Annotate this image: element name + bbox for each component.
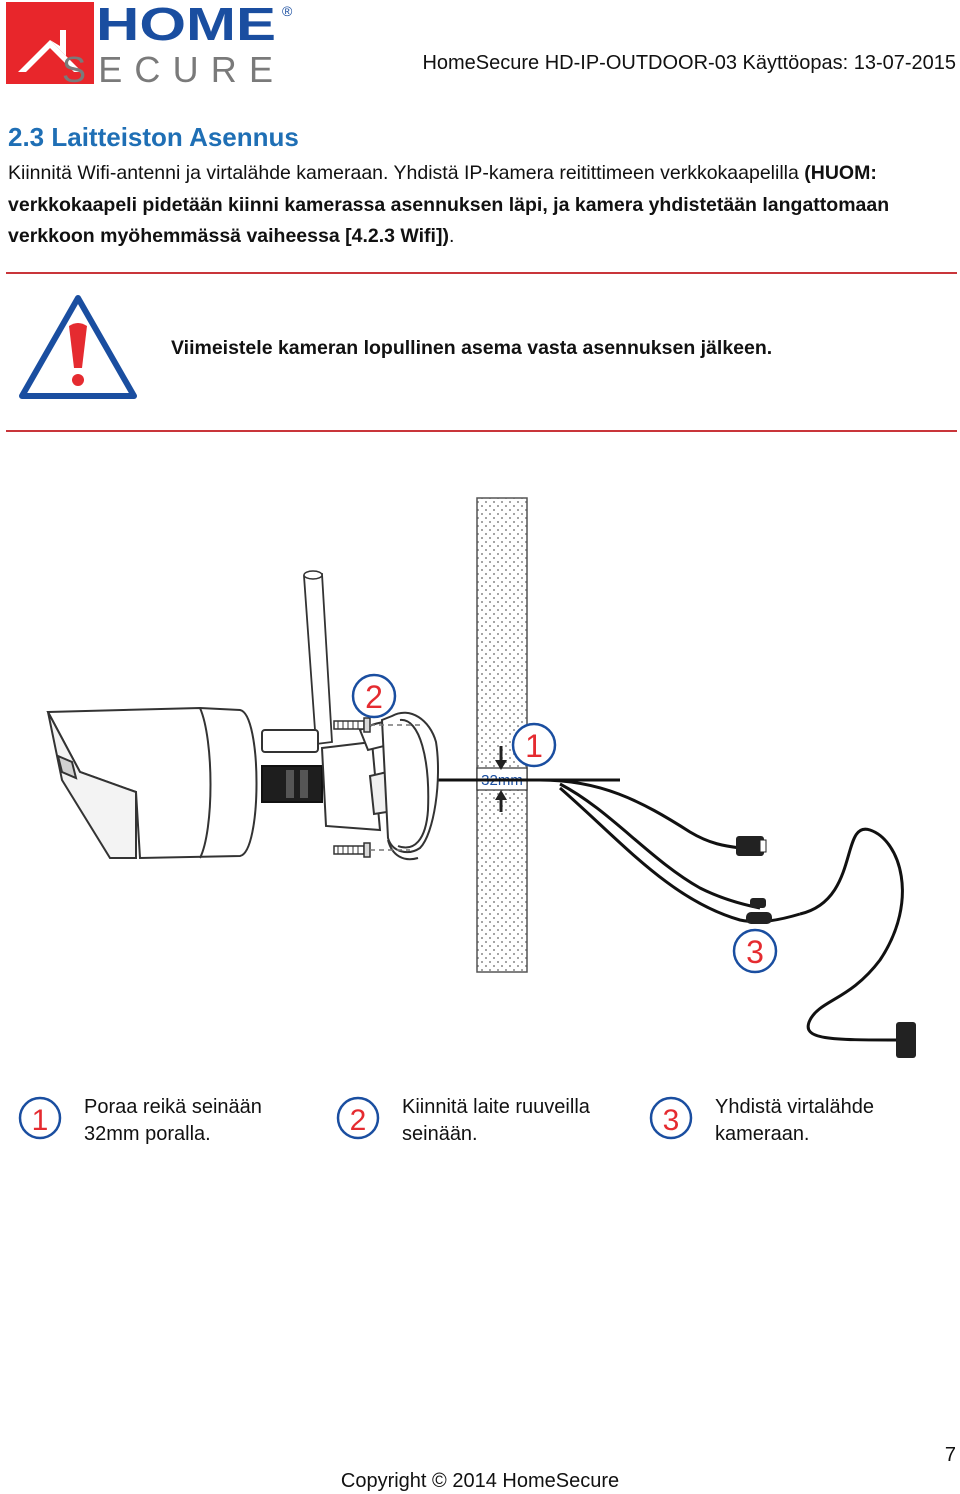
ethernet-connector xyxy=(736,836,764,856)
logo-text-home: HOME xyxy=(96,0,276,50)
step-1-number: 1 xyxy=(32,1104,49,1137)
step-1-line2: 32mm poralla. xyxy=(84,1123,211,1145)
intro-end: . xyxy=(448,225,455,247)
step-3: 3 Yhdistä virtalähde kameraan. xyxy=(649,1094,949,1154)
logo-registered: ® xyxy=(282,3,293,19)
step-1-badge-icon: 1 xyxy=(18,1096,62,1140)
step-2-line2: seinään. xyxy=(402,1123,478,1145)
step-3-text: Yhdistä virtalähde kameraan. xyxy=(715,1094,874,1148)
logo-text-secure: SECURE xyxy=(62,49,282,90)
camera-body xyxy=(46,706,323,860)
step-1-text: Poraa reikä seinään 32mm poralla. xyxy=(84,1094,262,1148)
document-header: HomeSecure HD-IP-OUTDOOR-03 Käyttöopas: … xyxy=(422,52,956,74)
warning-notice-text: Viimeistele kameran lopullinen asema vas… xyxy=(171,337,773,359)
step-3-badge-icon: 3 xyxy=(649,1096,693,1140)
power-adapter xyxy=(896,1022,916,1058)
marker-3: 3 xyxy=(732,928,778,974)
step-2-badge-icon: 2 xyxy=(336,1096,380,1140)
step-3-number: 3 xyxy=(663,1104,680,1137)
page-number: 7 xyxy=(944,1444,956,1466)
step-2-text: Kiinnitä laite ruuveilla seinään. xyxy=(402,1094,590,1148)
step-3-line2: kameraan. xyxy=(715,1123,810,1145)
step-2: 2 Kiinnitä laite ruuveilla seinään. xyxy=(336,1094,636,1154)
step-3-line1: Yhdistä virtalähde xyxy=(715,1096,874,1118)
dc-connector xyxy=(750,898,766,908)
homesecure-logo: HOME ® SECURE xyxy=(6,0,293,90)
marker-3-label: 3 xyxy=(746,934,764,970)
step-2-number: 2 xyxy=(350,1104,367,1137)
marker-1: 1 xyxy=(511,722,557,768)
intro-paragraph: Kiinnitä Wifi-antenni ja virtalähde kame… xyxy=(8,158,953,253)
divider-top xyxy=(6,272,957,274)
installation-diagram: 32mm xyxy=(46,497,916,1058)
step-1-line1: Poraa reikä seinään xyxy=(84,1096,262,1118)
section-title: 2.3 Laitteiston Asennus xyxy=(8,122,299,152)
warning-icon xyxy=(19,295,137,399)
marker-2: 2 xyxy=(351,673,397,719)
screw-top xyxy=(333,717,420,733)
intro-bold-note: (HUOM: verkkokaapeli pidetään kiinni kam… xyxy=(8,162,890,247)
intro-plain-text: Kiinnitä Wifi-antenni ja virtalähde kame… xyxy=(8,162,805,184)
copyright-footer: Copyright © 2014 HomeSecure xyxy=(340,1470,620,1492)
marker-1-label: 1 xyxy=(525,728,543,764)
marker-2-label: 2 xyxy=(365,679,383,715)
step-1: 1 Poraa reikä seinään 32mm poralla. xyxy=(18,1094,318,1154)
wifi-antenna xyxy=(303,570,333,746)
cable-splitter xyxy=(746,912,772,924)
divider-bottom xyxy=(6,430,957,432)
mounting-bracket xyxy=(320,711,439,861)
power-cable xyxy=(430,778,904,1042)
step-2-line1: Kiinnitä laite ruuveilla xyxy=(402,1096,590,1118)
screw-bottom xyxy=(333,842,410,858)
